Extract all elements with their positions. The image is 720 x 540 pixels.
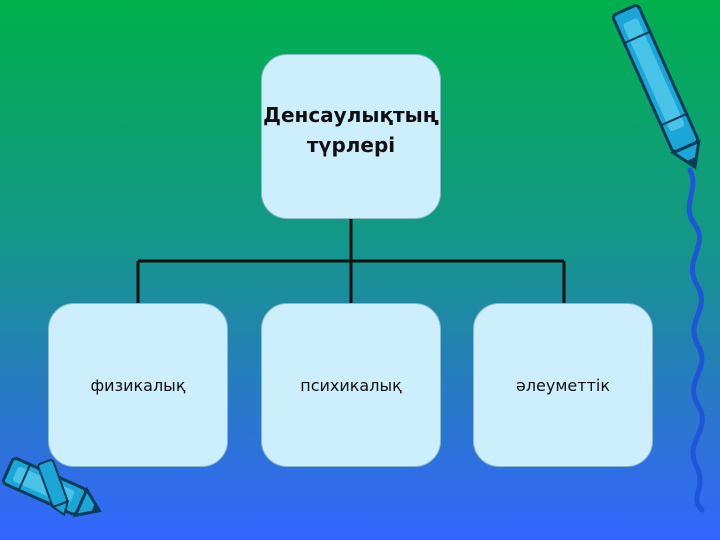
child-label-physical: физикалық [90,375,186,395]
child-node-mental: психикалық [261,303,441,467]
crayon-top-right-icon [611,4,701,170]
root-label-line2: түрлері [306,132,396,157]
root-label-line1: Денсаулықтың [263,102,439,127]
child-node-physical: физикалық [48,303,228,467]
crayon-small-bottom-left-icon [37,459,70,517]
root-node: Денсаулықтың түрлері [261,54,441,219]
squiggle-decoration-icon [686,167,705,513]
child-label-mental: психикалық [300,375,402,395]
root-label: Денсаулықтың түрлері [263,100,439,160]
child-node-social: әлеуметтік [473,303,653,467]
child-label-social: әлеуметтік [515,375,611,395]
